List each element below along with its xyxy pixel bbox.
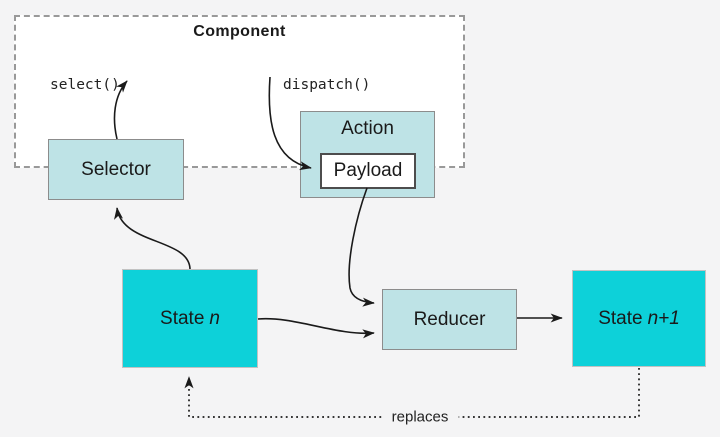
arrow-state-n-to-reducer xyxy=(257,317,375,339)
selector-label: Selector xyxy=(81,158,151,180)
reducer-box: Reducer xyxy=(382,289,517,350)
action-label: Action xyxy=(341,118,394,139)
dispatch-method-label: dispatch() xyxy=(283,77,371,93)
reducer-label: Reducer xyxy=(413,308,486,330)
state-next-variable: n+1 xyxy=(647,307,680,329)
component-label: Component xyxy=(193,23,286,40)
state-n-variable: n xyxy=(209,307,220,329)
select-method-label: select() xyxy=(50,77,120,93)
payload-label: Payload xyxy=(333,160,403,181)
payload-box: Payload xyxy=(320,153,416,189)
arrow-payload-to-reducer xyxy=(348,187,375,307)
replaces-label: replaces xyxy=(381,407,459,427)
arrow-state-n-to-selector xyxy=(114,207,191,270)
selector-box: Selector xyxy=(48,139,184,200)
action-box: Action Payload xyxy=(300,111,435,198)
state-next-label: State xyxy=(598,307,643,329)
state-n-label: State xyxy=(160,307,205,329)
